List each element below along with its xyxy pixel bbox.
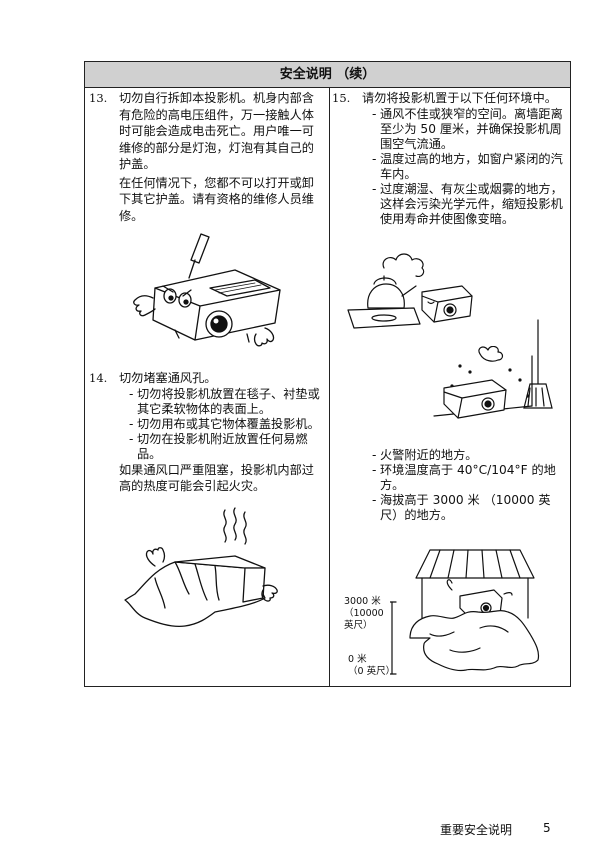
item-number: 13. — [89, 91, 108, 105]
projector-covered-illustration — [124, 507, 278, 628]
altitude-bottom-label: 0 米 （0 英尺） — [348, 654, 396, 677]
high-altitude-illustration — [390, 549, 540, 675]
right-column: 15. 请勿将投影机置于以下任何环境中。 -通风不佳或狭窄的空间。离墙距离至少为… — [330, 88, 570, 686]
item-number: 15. — [332, 91, 351, 105]
safety-table: 安全说明 （续） 13. 切勿自行拆卸本投影机。机身内部含有危险的高电压组件，万… — [84, 61, 571, 687]
kettle-steam-illustration — [347, 253, 473, 329]
item-13-para1: 切勿自行拆卸本投影机。机身内部含有危险的高电压组件，万一接触人体时可能会造成电击… — [119, 91, 314, 171]
item-14-bullet: -切勿在投影机附近放置任何易燃品。 — [129, 431, 308, 461]
left-column: 13. 切勿自行拆卸本投影机。机身内部含有危险的高电压组件，万一接触人体时可能会… — [85, 88, 330, 686]
altitude-top-label: 3000 米 （10000 英尺） — [344, 596, 384, 631]
item-15: 15. 请勿将投影机置于以下任何环境中。 -通风不佳或狭窄的空间。离墙距离至少为… — [332, 90, 566, 227]
table-header: 安全说明 （续） — [85, 62, 570, 88]
item-14-bullet: -切勿用布或其它物体覆盖投影机。 — [129, 416, 320, 431]
item-15-bullet: -过度潮湿、有灰尘或烟雾的地方，这样会污染光学元件，缩短投影机使用寿命并使图像变… — [372, 181, 563, 226]
item-15-bullet: -温度过高的地方，如窗户紧闭的汽车内。 — [372, 151, 563, 181]
item-14: 14. 切勿堵塞通风孔。 -切勿将投影机放置在毯子、衬垫或其它柔软物体的表面上。… — [89, 370, 325, 495]
item-14-bullet: -切勿将投影机放置在毯子、衬垫或其它柔软物体的表面上。 — [129, 386, 320, 416]
item-number: 14. — [89, 371, 108, 385]
item-15-continued: -火警附近的地方。 -环境温度高于 40°C/104°F 的地方。 -海拔高于 … — [332, 448, 566, 523]
page-number: 5 — [543, 821, 551, 835]
item-13-para2: 在任何情况下，您都不可以打开或卸下其它护盖。请有资格的维修人员维修。 — [119, 175, 314, 223]
item-15-intro: 请勿将投影机置于以下任何环境中。 — [362, 91, 557, 105]
projector-disassembly-illustration — [133, 233, 281, 347]
item-15-bullet: -通风不佳或狭窄的空间。离墙距离至少为 50 厘米，并确保投影机周围空气流通。 — [372, 106, 563, 151]
item-15-bullet: -环境温度高于 40°C/104°F 的地方。 — [372, 463, 556, 492]
item-15-bullet: -火警附近的地方。 — [372, 448, 478, 462]
dusty-room-illustration — [433, 346, 533, 419]
footer-section-title: 重要安全说明 — [440, 823, 513, 837]
item-13: 13. 切勿自行拆卸本投影机。机身内部含有危险的高电压组件，万一接触人体时可能会… — [89, 90, 325, 224]
item-15-bullet: -海拔高于 3000 米 （10000 英尺）的地方。 — [372, 493, 551, 522]
item-14-outro: 如果通风口严重阻塞，投影机内部过高的热度可能会引起火灾。 — [119, 462, 314, 494]
item-14-intro: 切勿堵塞通风孔。 — [119, 371, 217, 385]
